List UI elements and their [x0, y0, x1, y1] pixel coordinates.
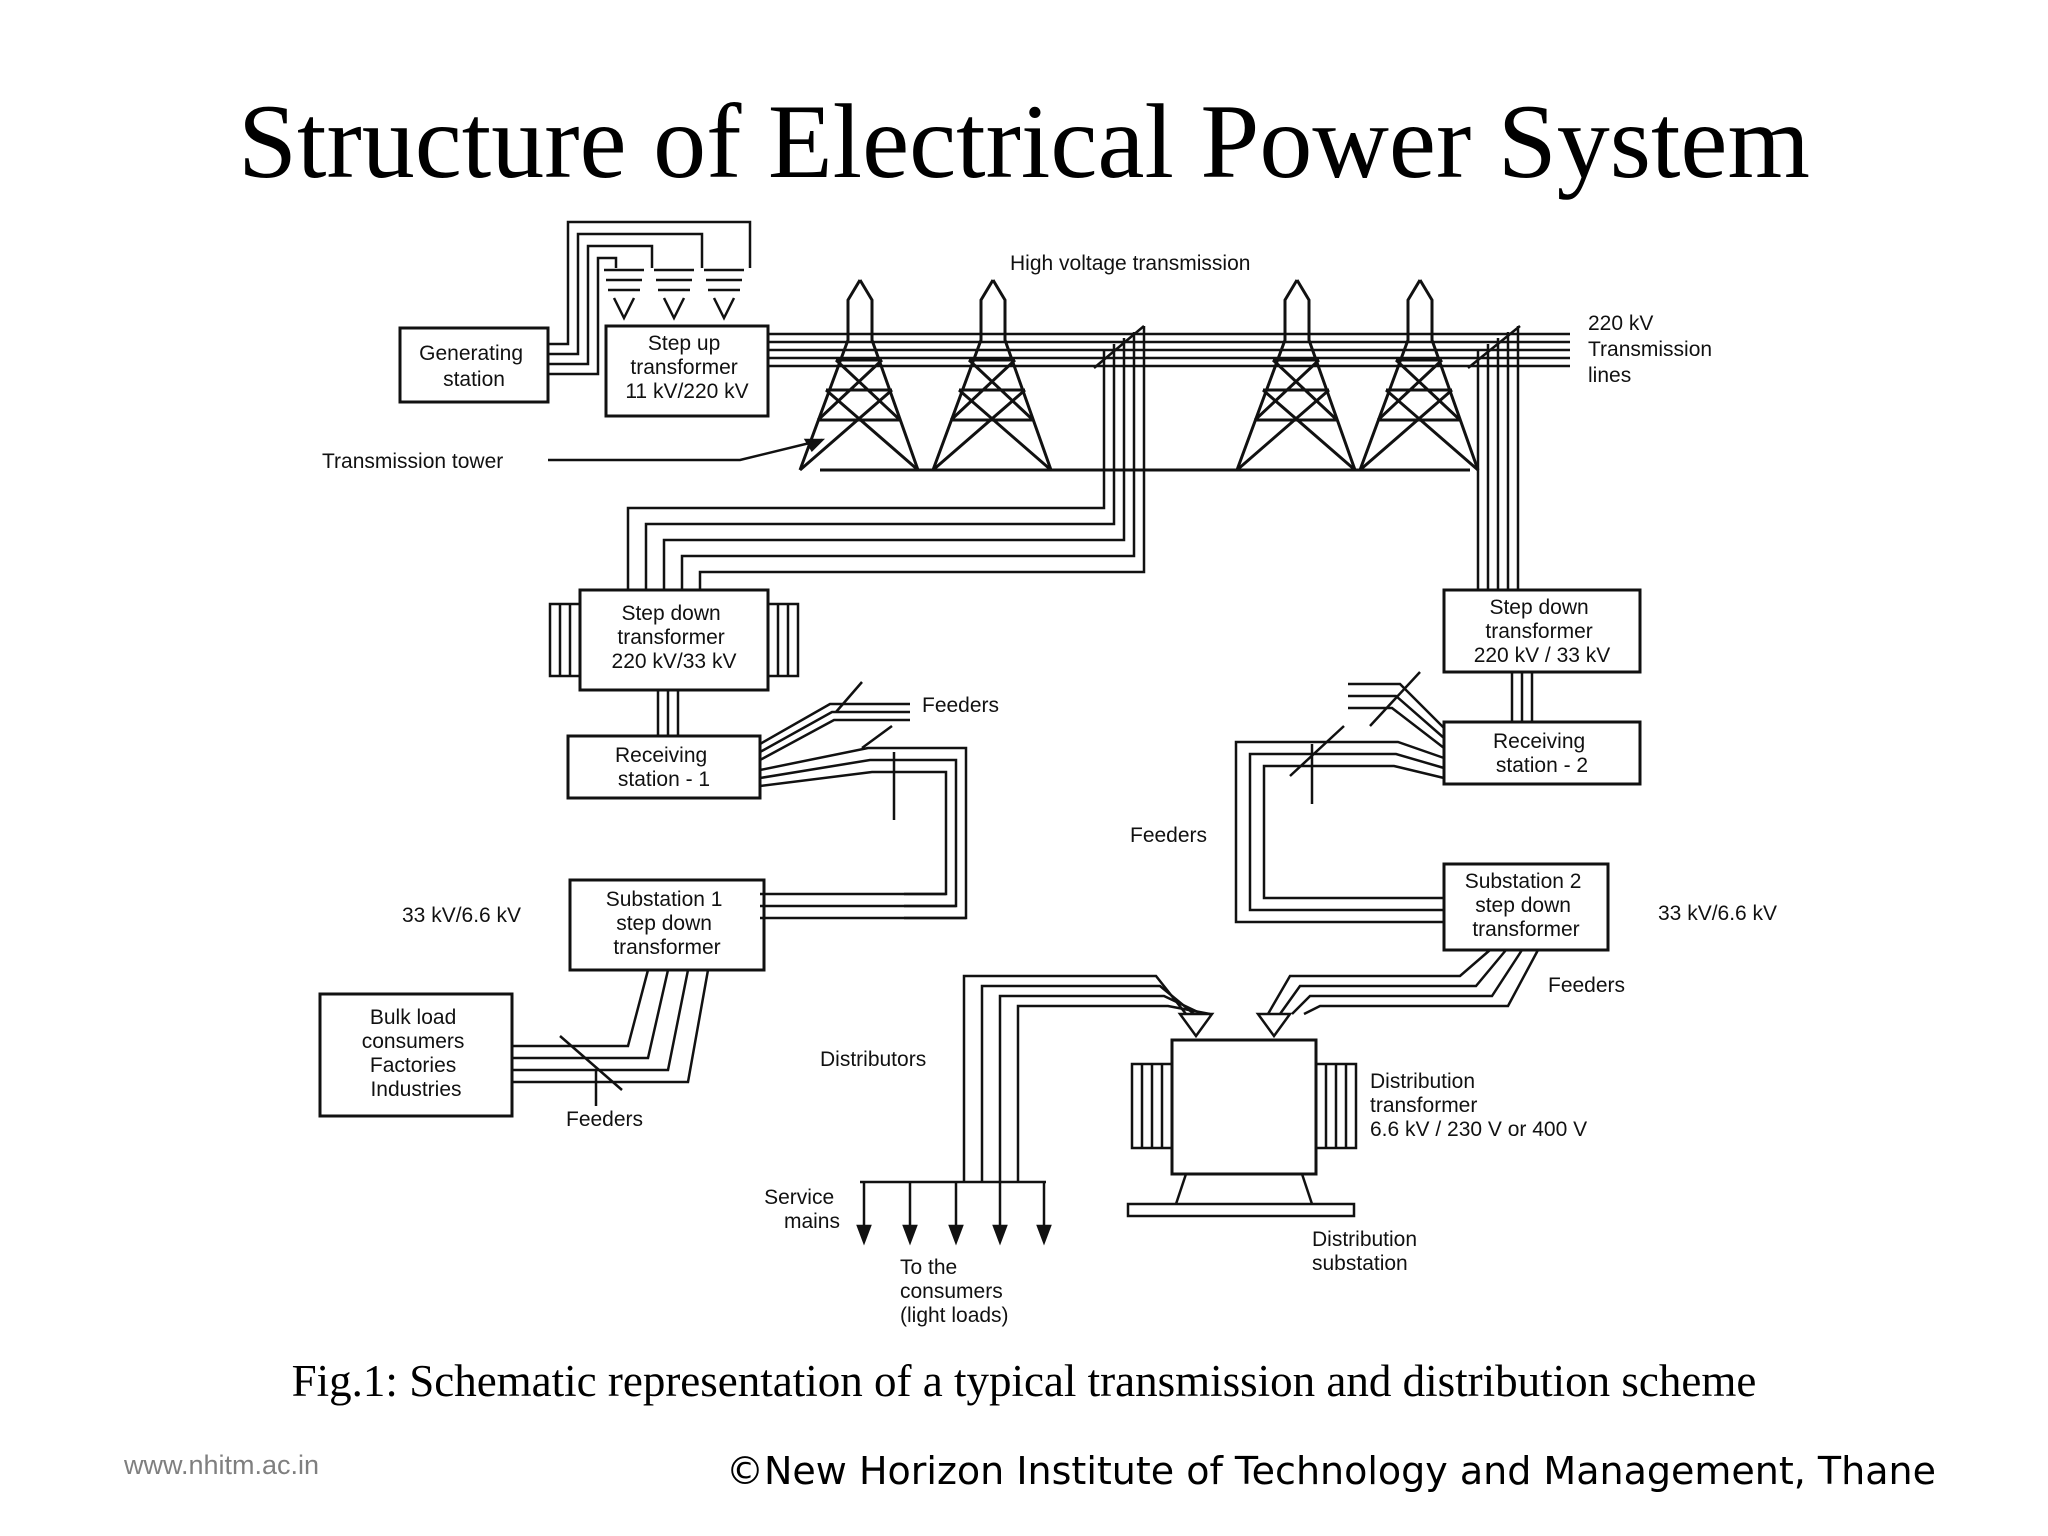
transmission-tower-label: Transmission tower — [322, 450, 503, 473]
right-branch-wires — [1467, 325, 1521, 590]
gen-to-transformer-wires — [548, 220, 752, 376]
distribution-transformer-box — [1170, 1038, 1318, 1176]
voltage-label-2: 33 kV/6.6 kV — [1658, 902, 1777, 925]
slide-title: Structure of Electrical Power System — [238, 83, 1810, 200]
receiving-2-feeders — [1234, 671, 1445, 924]
distributors-label: Distributors — [820, 1048, 926, 1071]
distribution-transformer-label: Distribution transformer 6.6 kV / 230 V … — [1370, 1070, 1587, 1141]
tower-4 — [1358, 279, 1480, 472]
receiving-station-1-box — [566, 734, 762, 800]
substation-2-box — [1442, 862, 1610, 952]
distributor-wires — [962, 974, 1215, 1182]
receiving-station-2-box — [1442, 720, 1642, 786]
feeders-label-2: Feeders — [566, 1108, 643, 1131]
step-up-transformer-label: Step up transformer 11 kV/220 kV — [625, 332, 748, 403]
substation-1-label: Substation 1 step down transformer — [606, 888, 729, 959]
distribution-transformer-cores — [1130, 1062, 1358, 1150]
distribution-substation-label: Distribution substation — [1312, 1228, 1423, 1275]
feeders-label-1: Feeders — [922, 694, 999, 717]
substation-1-feeders — [512, 969, 710, 1106]
step-down-transformer-2-box — [1442, 588, 1642, 674]
bulk-load-box — [318, 992, 514, 1118]
step-down-transformer-2-label: Step down transformer 220 kV / 33 kV — [1474, 596, 1611, 667]
high-voltage-transmission-label: High voltage transmission — [1010, 252, 1250, 275]
tower-1 — [798, 279, 920, 472]
feeders-label-4: Feeders — [1548, 974, 1625, 997]
substation-2-label: Substation 2 step down transformer — [1465, 870, 1588, 941]
substation-2-feeders — [1255, 949, 1540, 1039]
feeders-label-3: Feeders — [1130, 824, 1207, 847]
generating-station-label: Generating station — [419, 342, 529, 391]
distribution-substation-base — [1126, 1173, 1356, 1218]
step-down-transformer-1-label: Step down transformer 220 kV/33 kV — [612, 602, 737, 673]
transmission-lines — [768, 332, 1570, 368]
voltage-label-1: 33 kV/6.6 kV — [402, 904, 521, 927]
transmission-lines-label: 220 kV Transmission lines — [1588, 312, 1718, 387]
tower-pointer-arrow — [548, 438, 826, 462]
tower-3 — [1235, 279, 1357, 472]
service-mains — [856, 1180, 1052, 1246]
transmission-towers — [798, 279, 1480, 472]
bulk-load-label: Bulk load consumers Factories Industries — [362, 1006, 471, 1101]
transformer-insulators — [604, 268, 744, 321]
figure-caption: Fig.1: Schematic representation of a typ… — [291, 1356, 1757, 1406]
to-consumers-label: To the consumers (light loads) — [900, 1256, 1009, 1327]
step-down-1-cores — [548, 602, 800, 678]
left-branch-wires — [626, 325, 1146, 590]
tower-2 — [931, 279, 1053, 472]
receiving-1-to-substation-1 — [760, 892, 966, 920]
receiving-station-2-label: Receiving station - 2 — [1493, 730, 1591, 777]
footer-url: www.nhitm.ac.in — [124, 1450, 320, 1480]
receiving-1-feeders — [759, 681, 968, 920]
step-up-transformer-box — [604, 324, 770, 418]
receiving-station-1-label: Receiving station - 1 — [615, 744, 713, 791]
footer-copyright: ©New Horizon Institute of Technology and… — [726, 1449, 1936, 1493]
service-mains-label: Service mains — [764, 1186, 840, 1233]
